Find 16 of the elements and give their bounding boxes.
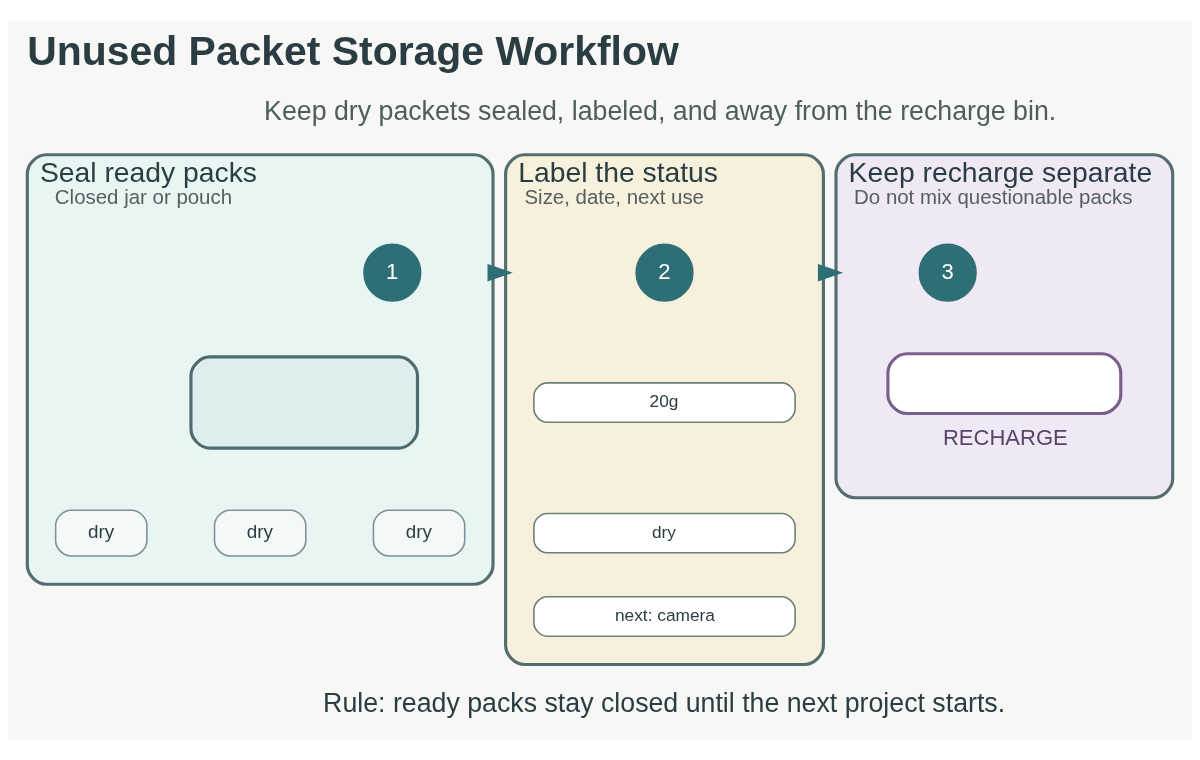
arrow bbox=[817, 263, 844, 282]
arrow bbox=[487, 263, 513, 282]
node-circle: 1 bbox=[363, 243, 422, 302]
node-circle: 3 bbox=[918, 243, 977, 302]
label: Keep dry packets sealed, labeled, and away from the recharge bin. bbox=[264, 95, 1057, 126]
node-box: 20g bbox=[533, 381, 796, 423]
node-box bbox=[189, 354, 420, 450]
diagram-title: Unused Packet Storage Workflow bbox=[27, 27, 679, 74]
node-box: dry bbox=[54, 509, 148, 557]
node-box: next: camera bbox=[533, 595, 796, 637]
node-box: dry bbox=[533, 512, 796, 554]
node-label: RECHARGE bbox=[942, 424, 1068, 450]
node-circle: 2 bbox=[635, 243, 694, 302]
caption: Rule: ready packs stay closed until the next project starts. bbox=[323, 687, 1006, 718]
node-box: dry bbox=[372, 509, 466, 557]
node-box: dry bbox=[213, 509, 307, 557]
